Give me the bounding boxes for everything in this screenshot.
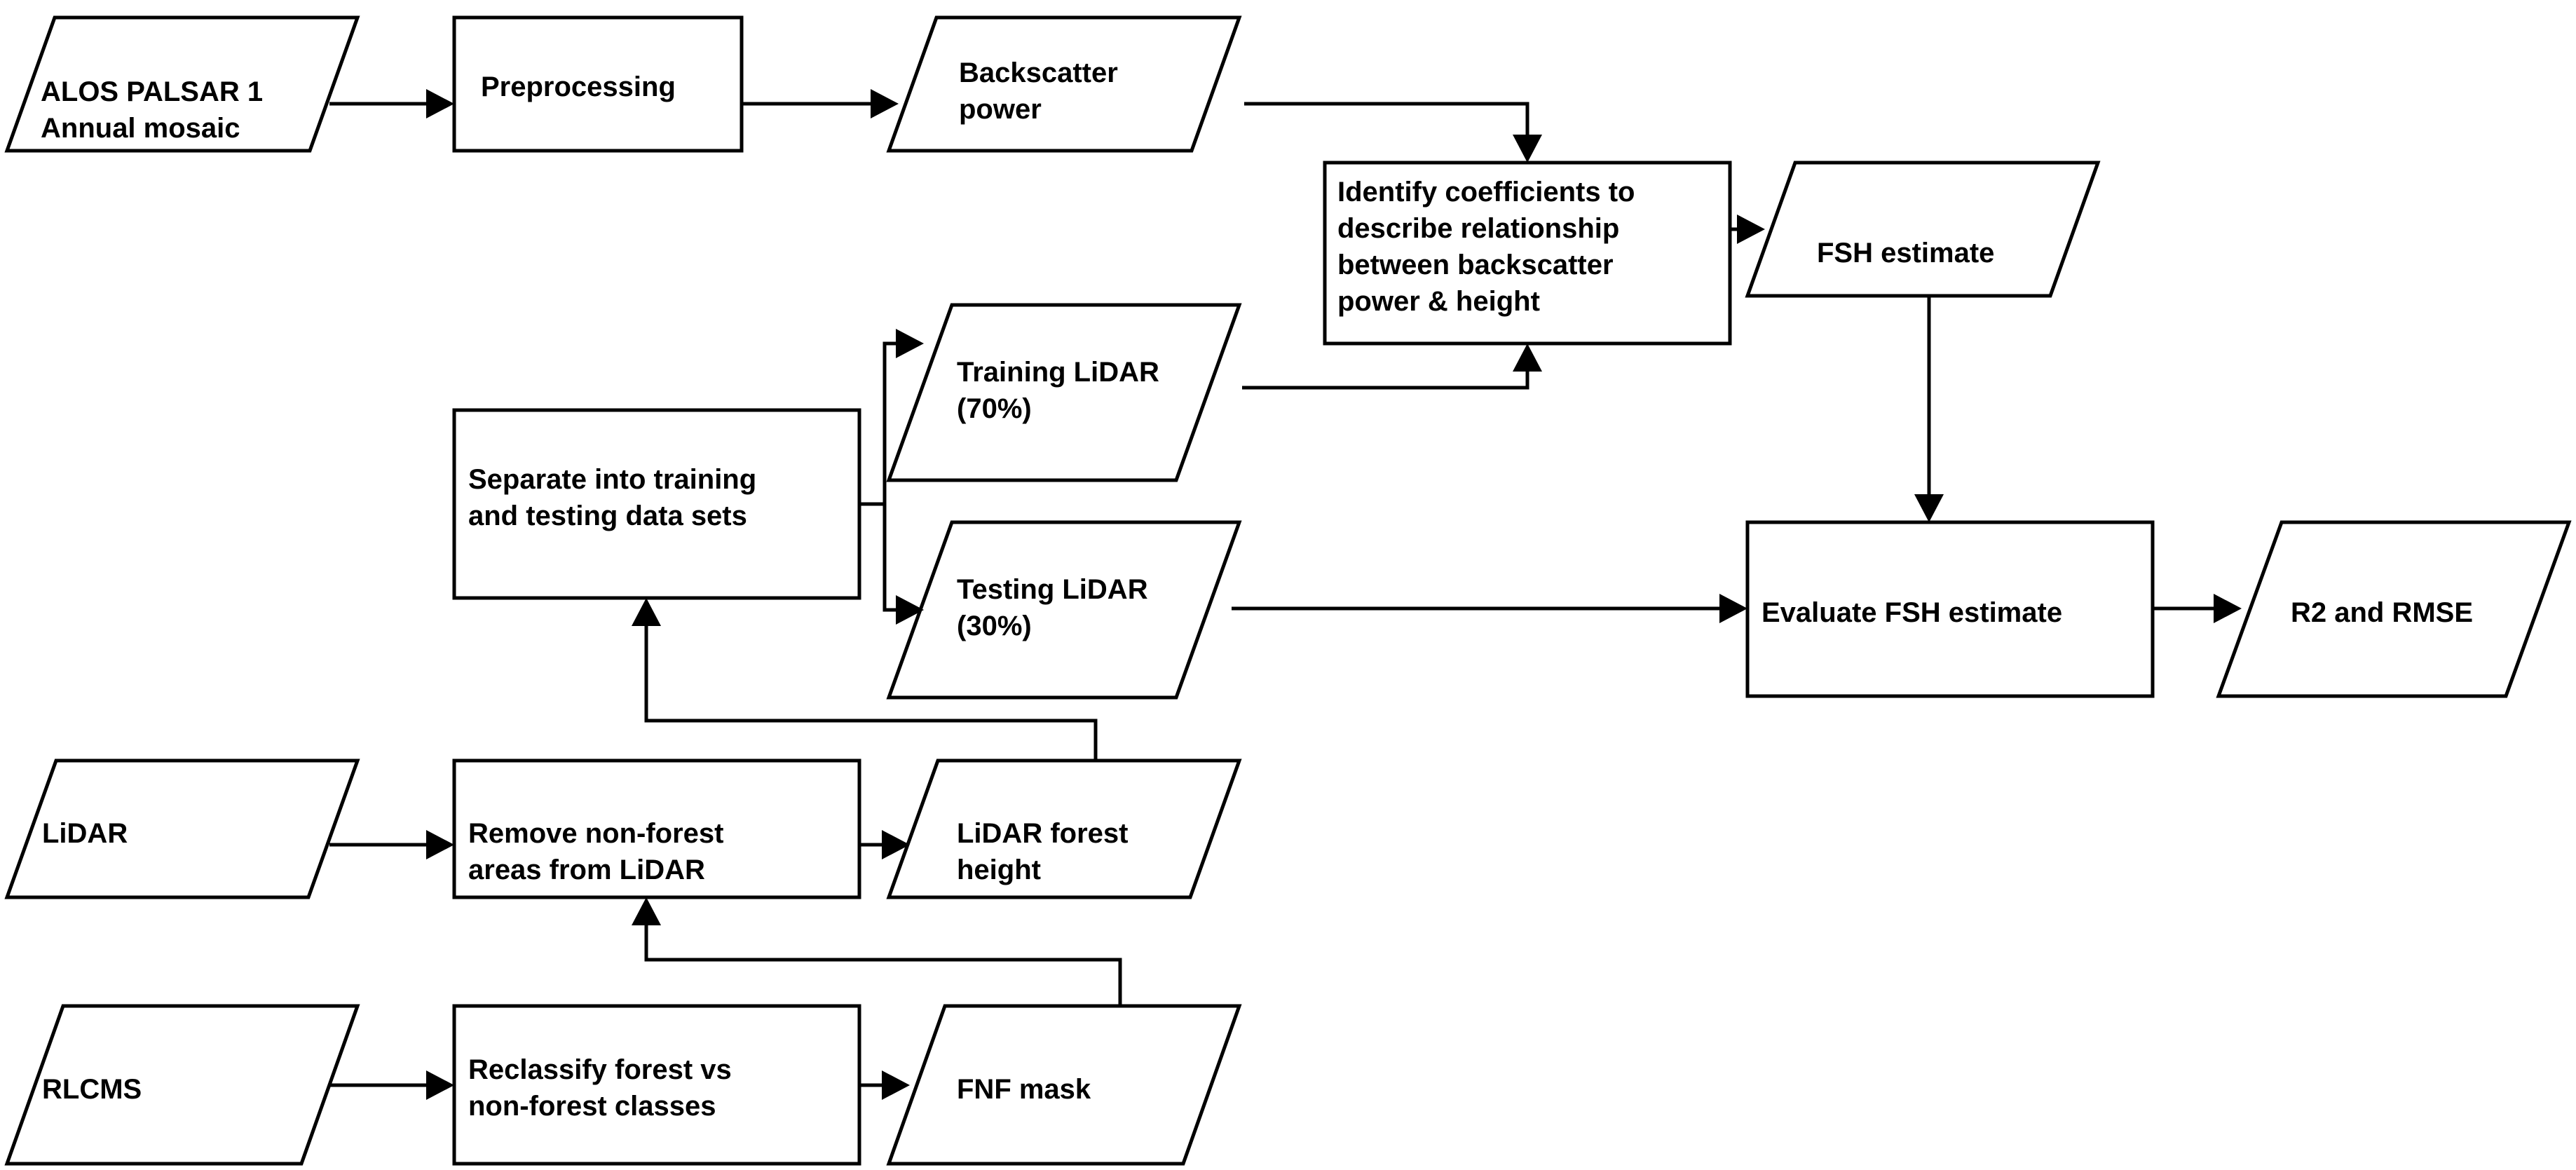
- edge-identify-to-fsh: [1730, 215, 1765, 244]
- node-backscatter-power[interactable]: [886, 15, 1242, 153]
- edge-backscatter-to-identify: [1244, 102, 1542, 163]
- edge-alos-to-preprocessing: [329, 89, 454, 118]
- label-lidar: LiDAR: [42, 818, 128, 849]
- label-evaluate-fsh: Evaluate FSH estimate: [1761, 597, 2063, 628]
- node-testing-lidar[interactable]: [886, 520, 1242, 700]
- label-r2-rmse: R2 and RMSE: [2291, 597, 2474, 628]
- edge-fnf-to-remove: [632, 897, 1122, 1006]
- edge-evaluate-to-r2rmse: [2153, 594, 2242, 623]
- node-lidar[interactable]: [4, 759, 360, 899]
- edge-rlcms-to-reclassify: [329, 1070, 454, 1100]
- edge-remove-to-forestheight: [859, 830, 910, 859]
- label-alos-palsar: ALOS PALSAR 1 Annual mosaic: [41, 76, 264, 144]
- label-remove-nonforest: Remove non-forest areas from LiDAR: [468, 818, 724, 885]
- label-lidar-forest-height: LiDAR forest height: [957, 818, 1129, 885]
- node-evaluate-fsh[interactable]: [1745, 520, 2155, 698]
- node-preprocessing[interactable]: [452, 15, 744, 153]
- edge-forestheight-to-separate: [632, 598, 1098, 761]
- edge-preprocessing-to-backscatter: [742, 89, 899, 118]
- edge-testing-to-evaluate: [1232, 594, 1747, 623]
- label-backscatter-power: Backscatter power: [959, 57, 1118, 125]
- label-fnf-mask: FNF mask: [957, 1074, 1091, 1105]
- edge-training-to-identify: [1242, 343, 1542, 390]
- label-rlcms: RLCMS: [42, 1074, 142, 1105]
- label-testing-lidar: Testing LiDAR (30%): [957, 574, 1148, 641]
- label-reclassify-forest: Reclassify forest vs non-forest classes: [468, 1054, 732, 1122]
- node-r2-rmse[interactable]: [2216, 520, 2572, 698]
- node-rlcms[interactable]: [4, 1004, 360, 1166]
- label-training-lidar: Training LiDAR (70%): [957, 357, 1159, 424]
- node-alos-palsar[interactable]: [4, 15, 360, 153]
- label-preprocessing: Preprocessing: [481, 72, 676, 102]
- label-fsh-estimate: FSH estimate: [1817, 238, 1995, 268]
- node-lidar-forest-height[interactable]: [886, 759, 1242, 899]
- edge-reclassify-to-fnf: [859, 1070, 910, 1100]
- node-training-lidar[interactable]: [886, 303, 1242, 482]
- label-separate-datasets: Separate into training and testing data …: [468, 464, 757, 531]
- edge-fsh-to-evaluate: [1914, 296, 1944, 522]
- node-reclassify-forest[interactable]: [452, 1004, 861, 1166]
- node-fnf-mask[interactable]: [886, 1004, 1242, 1166]
- label-identify-coefficients: Identify coefficients to describe relati…: [1337, 177, 1635, 317]
- node-remove-nonforest[interactable]: [452, 759, 861, 899]
- edge-separate-to-testing: [859, 502, 924, 625]
- edge-lidar-to-remove: [329, 830, 454, 859]
- node-fsh-estimate[interactable]: [1745, 161, 2101, 298]
